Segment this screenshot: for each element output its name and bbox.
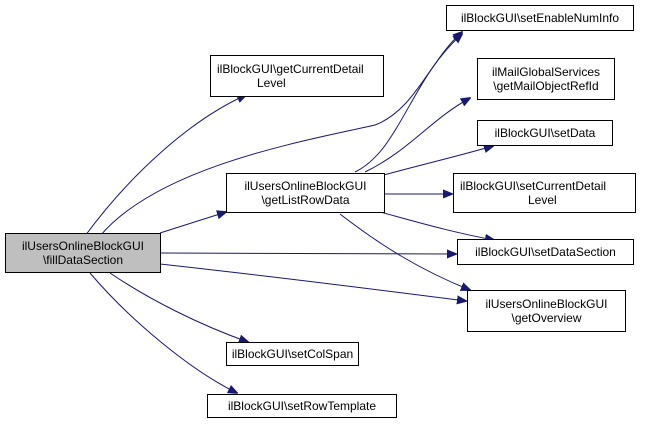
edge-getlistrowdata-to-getoverview: [339, 213, 470, 290]
node-set-row-template[interactable]: ilBlockGUI\setRowTemplate: [207, 394, 397, 418]
edge-fill-to-getoverview: [159, 263, 466, 301]
node-get-overview[interactable]: ilUsersOnlineBlockGUI \getOverview: [467, 290, 626, 332]
node-label-line2: Level: [257, 76, 286, 90]
node-label-line2: \getListRowData: [261, 193, 350, 207]
node-get-mail-object-ref-id[interactable]: ilMailGlobalServices \getMailObjectRefId: [477, 58, 615, 100]
node-set-enable-num-info[interactable]: ilBlockGUI\setEnableNumInfo: [446, 5, 634, 31]
node-label-line1: ilBlockGUI\setEnableNumInfo: [460, 11, 620, 25]
node-label-line1: ilUsersOnlineBlockGUI: [21, 239, 145, 253]
edge-fill-to-setdatasection: [159, 253, 456, 254]
node-label-line1: ilUsersOnlineBlockGUI: [485, 297, 608, 311]
edge-getlistrowdata-to-setenablenuminfo: [354, 34, 462, 173]
edge-fill-to-getlistrowdata: [159, 212, 226, 234]
edge-getlistrowdata-to-setdatasection: [379, 211, 494, 240]
node-label-line2: Level: [528, 193, 557, 207]
node-set-col-span[interactable]: ilBlockGUI\setColSpan: [226, 342, 359, 366]
node-label-line1: ilBlockGUI\setCurrentDetail: [460, 179, 607, 193]
node-get-list-row-data[interactable]: ilUsersOnlineBlockGUI \getListRowData: [226, 173, 385, 213]
node-label-line2: \fillDataSection: [42, 253, 124, 267]
node-set-data[interactable]: ilBlockGUI\setData: [477, 120, 613, 146]
node-get-current-detail-level[interactable]: ilBlockGUI\getCurrentDetail Level: [210, 55, 384, 97]
node-label-line1: ilMailGlobalServices: [491, 65, 601, 79]
node-label-line1: ilBlockGUI\setColSpan: [231, 347, 354, 361]
edge-getlistrowdata-to-setdata: [379, 146, 493, 177]
node-label-line1: ilBlockGUI\setData: [494, 126, 596, 140]
edge-fill-to-getcurrentdetaillevel: [84, 95, 246, 237]
node-label-line1: ilBlockGUI\getCurrentDetail: [217, 62, 364, 76]
node-label-line1: ilBlockGUI\setRowTemplate: [227, 399, 377, 413]
node-label-line1: ilUsersOnlineBlockGUI: [244, 179, 367, 193]
node-label-line2: \getMailObjectRefId: [493, 79, 599, 93]
node-label-line2: \getOverview: [511, 311, 582, 325]
edge-getlistrowdata-to-getmailobjectrefid: [364, 98, 470, 173]
node-set-data-section[interactable]: ilBlockGUI\setDataSection: [457, 239, 634, 265]
edge-fill-to-setcolspan: [109, 272, 248, 342]
node-label-line1: ilBlockGUI\setDataSection: [475, 245, 616, 259]
node-set-current-detail-level[interactable]: ilBlockGUI\setCurrentDetail Level: [453, 173, 636, 213]
edge-fill-to-setrowtemplate: [89, 272, 237, 393]
node-fill-data-section[interactable]: ilUsersOnlineBlockGUI \fillDataSection: [5, 233, 161, 273]
